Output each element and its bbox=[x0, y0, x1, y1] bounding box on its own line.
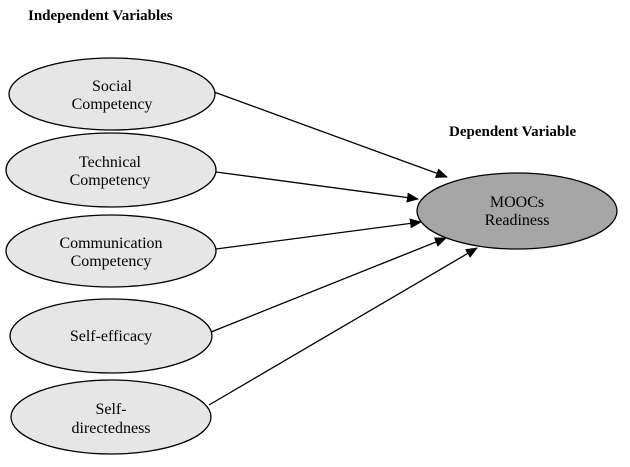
node-social-competency-line1: Social bbox=[92, 78, 133, 95]
node-self-directedness-line2: directedness bbox=[71, 420, 150, 437]
arrow-self-efficacy-to-readiness bbox=[210, 237, 447, 333]
arrow-social-to-readiness bbox=[213, 91, 448, 178]
node-moocs-readiness-line1: MOOCs bbox=[490, 194, 544, 211]
arrow-communication-to-readiness bbox=[215, 218, 422, 250]
node-moocs-readiness: MOOCs Readiness bbox=[416, 172, 618, 250]
node-communication-competency-line2: Competency bbox=[71, 253, 152, 270]
node-self-directedness: Self- directedness bbox=[10, 379, 212, 455]
node-communication-competency-line1: Communication bbox=[59, 235, 162, 252]
node-technical-competency: Technical Competency bbox=[5, 132, 217, 208]
node-self-efficacy-line1: Self-efficacy bbox=[70, 328, 152, 345]
arrow-self-directedness-to-readiness bbox=[208, 247, 478, 406]
dependent-variable-header: Dependent Variable bbox=[449, 124, 576, 140]
arrows bbox=[208, 91, 478, 406]
node-social-competency-line2: Competency bbox=[72, 96, 153, 113]
node-communication-competency: Communication Competency bbox=[5, 214, 217, 288]
arrow-technical-to-readiness bbox=[215, 171, 419, 203]
node-self-efficacy: Self-efficacy bbox=[9, 298, 213, 374]
node-self-directedness-line1: Self- bbox=[95, 401, 126, 418]
independent-variables-header: Independent Variables bbox=[28, 8, 173, 24]
node-moocs-readiness-line2: Readiness bbox=[485, 212, 550, 229]
node-social-competency: Social Competency bbox=[8, 57, 216, 131]
node-technical-competency-line1: Technical bbox=[79, 154, 142, 171]
node-technical-competency-line2: Competency bbox=[70, 172, 151, 189]
